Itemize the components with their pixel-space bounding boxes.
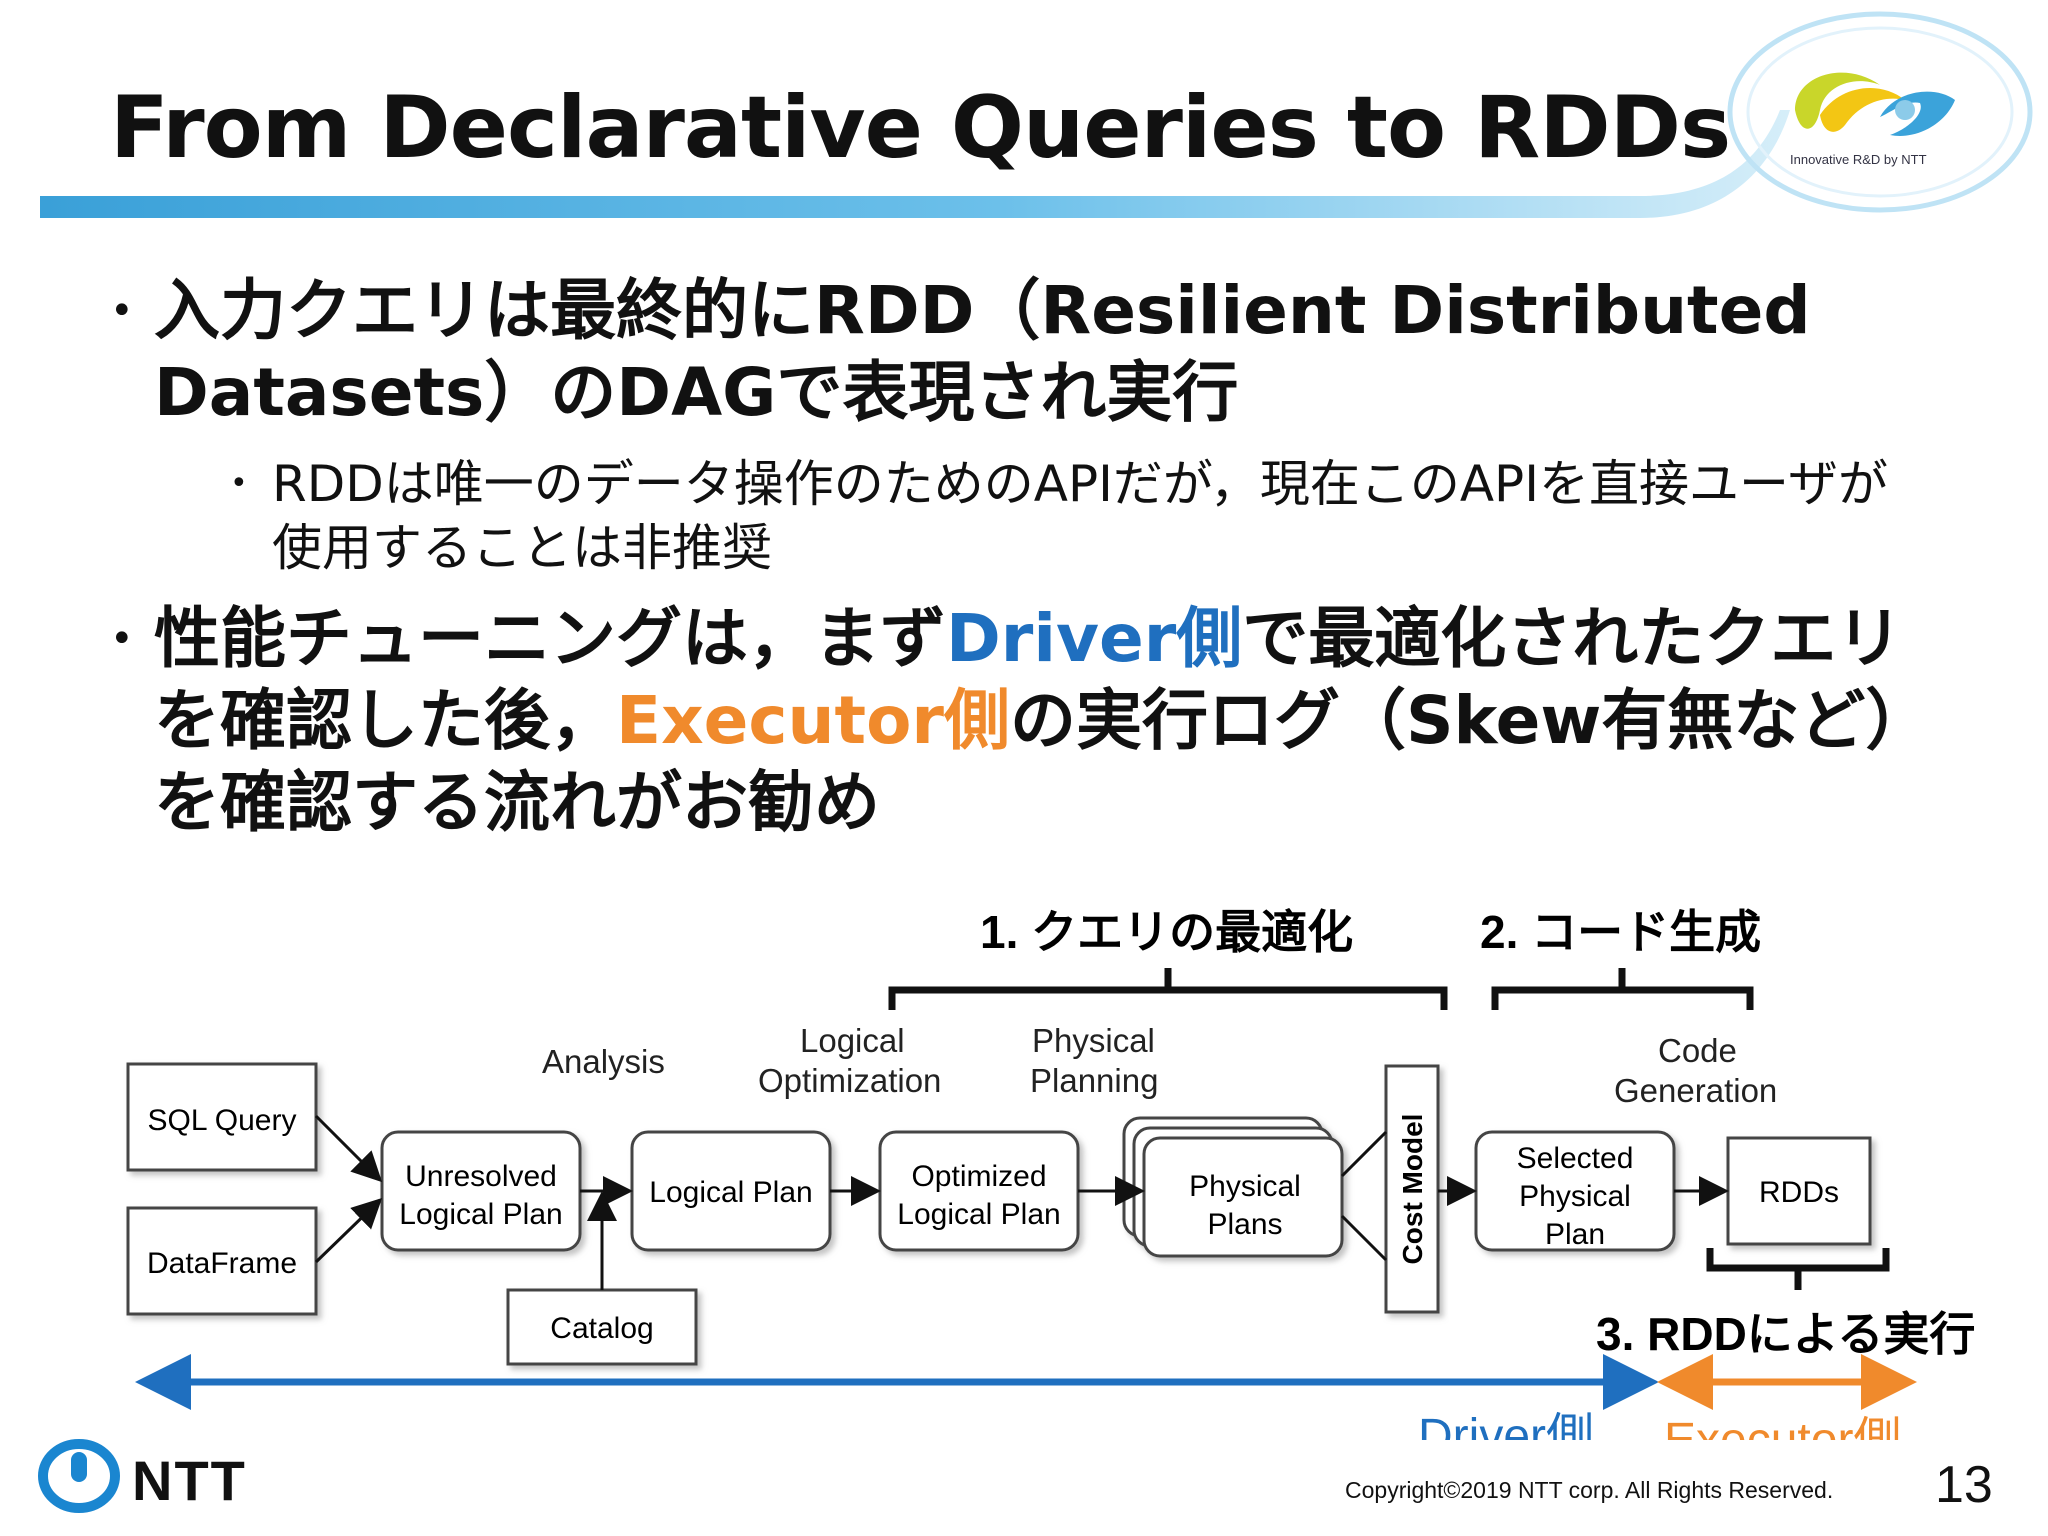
unresolved-label-2: Logical Plan xyxy=(399,1198,562,1231)
bullet-2-pre: 性能チューニングは，まず xyxy=(154,600,946,677)
innovative-logo-icon xyxy=(1795,72,1955,136)
bullet-dot: • xyxy=(110,616,134,662)
bullet-2-mid: で最適化されたクエリを確認した後， xyxy=(154,600,1903,759)
bullet-dot: • xyxy=(110,288,134,334)
bullet-1: • 入力クエリは最終的にRDD（Resilient Distributed Da… xyxy=(110,270,1910,434)
sql-query-label: SQL Query xyxy=(148,1104,297,1137)
stage-2-label: 2. コード生成 xyxy=(1480,906,1761,958)
optimized-label-1: Optimized xyxy=(911,1160,1046,1193)
physical-plans-stack: Physical Plans xyxy=(1122,1116,1344,1258)
bullet-2-post: の実行ログ（Skew有無など）を確認する流れがお勧め xyxy=(154,682,1899,841)
cost-model-box: Cost Model xyxy=(1384,1064,1440,1314)
stage-3-brace xyxy=(1706,1248,1890,1290)
selected-label-1: Selected xyxy=(1517,1142,1634,1175)
stage-3-label: 3. RDDによる実行 xyxy=(1596,1308,1975,1360)
bullet-dot: • xyxy=(230,466,248,501)
dataframe-box: DataFrame xyxy=(126,1206,318,1316)
phase-code-label-1: Code xyxy=(1658,1032,1737,1069)
ntt-logo-icon xyxy=(38,1439,120,1513)
pipeline-arrows xyxy=(314,1114,1729,1290)
cost-model-label: Cost Model xyxy=(1397,1114,1428,1265)
optimized-logical-plan-box: Optimized Logical Plan xyxy=(878,1130,1080,1252)
stage-2-brace xyxy=(1491,968,1754,1010)
catalog-label: Catalog xyxy=(550,1312,653,1345)
phase-code-label-2: Generation xyxy=(1614,1072,1777,1109)
unresolved-label-1: Unresolved xyxy=(405,1160,557,1193)
physical-plans-label-1: Physical xyxy=(1189,1170,1301,1203)
rdds-box: RDDs xyxy=(1726,1136,1872,1246)
bullet-2-driver: Driver側 xyxy=(946,600,1243,677)
copyright-text: Copyright©2019 NTT corp. All Rights Rese… xyxy=(1345,1477,1834,1503)
bullet-list: • 入力クエリは最終的にRDD（Resilient Distributed Da… xyxy=(110,270,1910,844)
dataframe-label: DataFrame xyxy=(147,1247,297,1280)
executor-side-label: Executor側 xyxy=(1664,1414,1901,1440)
phase-logical-label-2: Optimization xyxy=(758,1062,941,1099)
slide-title: From Declarative Queries to RDDs xyxy=(110,78,1731,178)
logical-plan-box: Logical Plan xyxy=(630,1130,832,1252)
bullet-1-sub: • RDDは唯一のデータ操作のためのAPIだが，現在このAPIを直接ユーザが使用… xyxy=(230,452,1910,580)
rdds-label: RDDs xyxy=(1759,1176,1839,1209)
catalog-box: Catalog xyxy=(506,1288,698,1366)
page-number: 13 xyxy=(1935,1456,1993,1514)
unresolved-logical-plan-box: Unresolved Logical Plan xyxy=(380,1130,582,1252)
header-decoration xyxy=(40,11,2033,218)
ntt-logo-text: NTT xyxy=(132,1449,247,1512)
phase-physical-label-2: Planning xyxy=(1030,1062,1158,1099)
physical-plans-label-2: Plans xyxy=(1207,1208,1282,1241)
driver-side-label: Driver側 xyxy=(1418,1410,1594,1440)
stage-1-brace xyxy=(888,968,1448,1010)
optimized-label-2: Logical Plan xyxy=(897,1198,1060,1231)
sql-query-box: SQL Query xyxy=(126,1062,318,1172)
selected-physical-plan-box: Selected Physical Plan xyxy=(1474,1130,1676,1252)
header-logo-caption: Innovative R&D by NTT xyxy=(1790,152,1927,167)
bullet-1-sub-text: RDDは唯一のデータ操作のためのAPIだが，現在このAPIを直接ユーザが使用する… xyxy=(272,455,1888,577)
selected-label-3: Plan xyxy=(1545,1218,1605,1251)
query-pipeline-diagram: 1. クエリの最適化 2. コード生成 Analysis Logical Opt… xyxy=(126,906,1975,1440)
bullet-2-executor: Executor側 xyxy=(616,682,1010,759)
logical-plan-label: Logical Plan xyxy=(649,1176,812,1209)
phase-analysis-label: Analysis xyxy=(542,1043,665,1080)
phase-logical-label-1: Logical xyxy=(800,1022,905,1059)
selected-label-2: Physical xyxy=(1519,1180,1631,1213)
bullet-2: • 性能チューニングは，まずDriver側で最適化されたクエリを確認した後，Ex… xyxy=(110,598,1910,844)
bullet-1-text: 入力クエリは最終的にRDD（Resilient Distributed Data… xyxy=(154,272,1811,431)
stage-1-label: 1. クエリの最適化 xyxy=(980,906,1353,958)
phase-physical-label-1: Physical xyxy=(1032,1022,1155,1059)
